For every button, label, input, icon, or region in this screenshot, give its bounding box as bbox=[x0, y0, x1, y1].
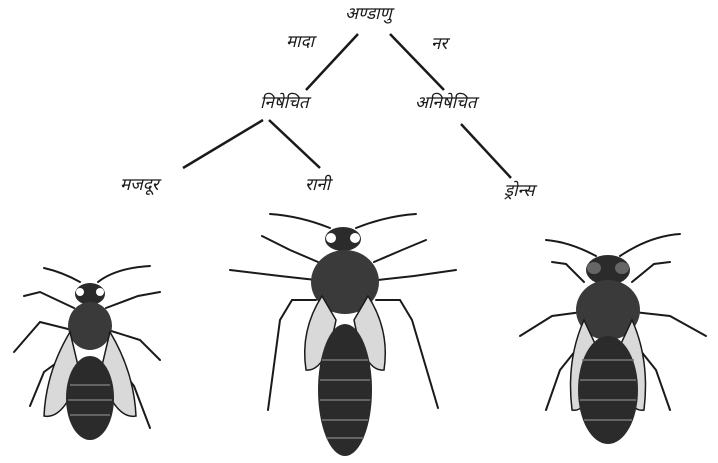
bee-caste-diagram: अण्डाणु मादा नर निषेचित अनिषेचित मजदूर र… bbox=[0, 0, 718, 463]
drone-bee-icon bbox=[0, 0, 718, 463]
